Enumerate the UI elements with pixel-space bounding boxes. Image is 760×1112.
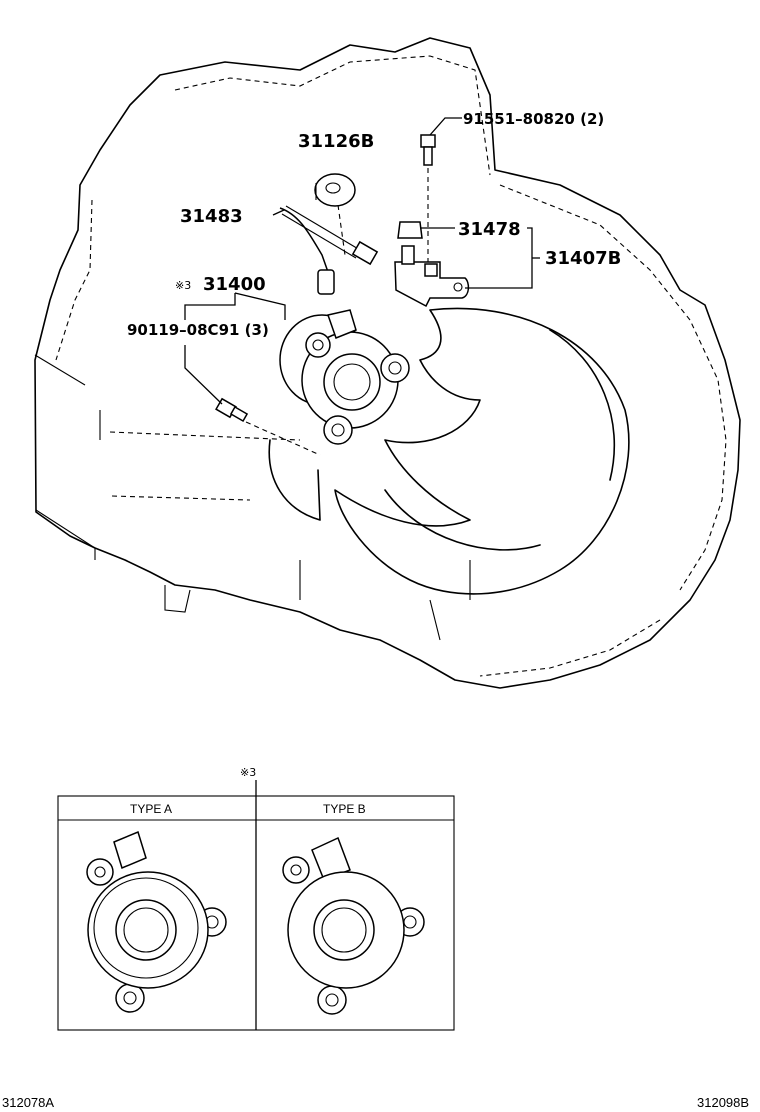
part-31483-line[interactable] (279, 205, 379, 295)
callout-31407b: 31407B (545, 248, 621, 269)
part-91551-bolt[interactable] (420, 134, 436, 166)
callout-91551: 91551–80820 (2) (463, 110, 604, 128)
detail-mark: ※3 (240, 766, 256, 779)
type-a-header: TYPE A (130, 802, 172, 816)
part-31126b-grommet[interactable] (314, 173, 356, 207)
type-a-cylinder-image (86, 830, 227, 1013)
footer-left-code: 312078A (2, 1095, 54, 1110)
guide-line (245, 421, 321, 456)
part-31400-release-cylinder[interactable] (279, 309, 410, 445)
callout-31400-mark: ※3 (175, 279, 191, 292)
callout-31400: 31400 (203, 274, 266, 295)
part-31478-cap[interactable] (397, 221, 423, 239)
callout-31478: 31478 (458, 219, 521, 240)
transmission-housing (34, 37, 741, 689)
part-31407b-fitting[interactable] (394, 245, 470, 308)
type-b-cylinder-image (282, 836, 425, 1015)
detail-box (57, 795, 455, 1031)
type-b-header: TYPE B (323, 802, 366, 816)
footer-right-code: 312098B (697, 1095, 749, 1110)
leader-lines (184, 117, 540, 405)
callout-31126b: 31126B (298, 131, 374, 152)
callout-90119: 90119–08C91 (3) (127, 321, 269, 339)
callout-31483: 31483 (180, 206, 243, 227)
